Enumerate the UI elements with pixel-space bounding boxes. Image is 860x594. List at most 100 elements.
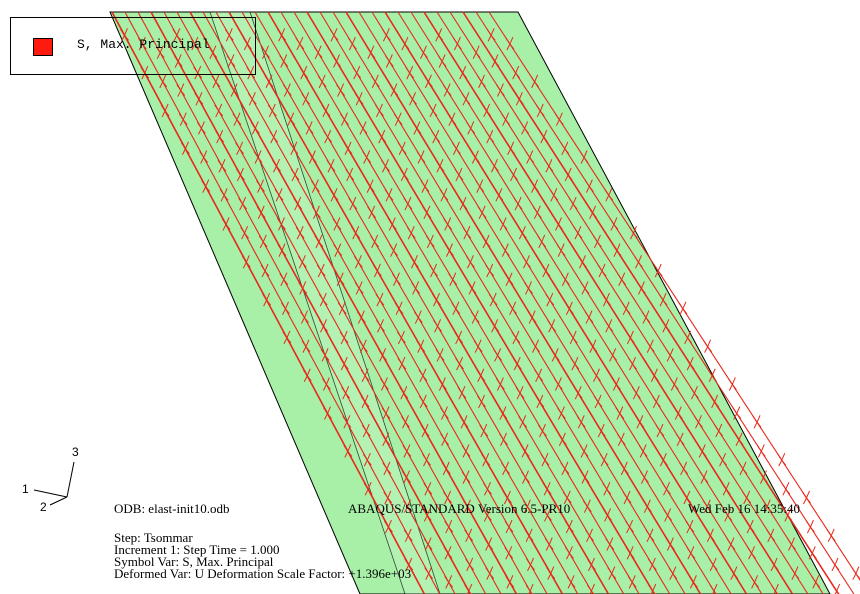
- stress-arrow-head: [470, 150, 480, 164]
- stress-arrow-head: [592, 368, 601, 382]
- stress-arrow-head: [495, 83, 505, 97]
- stress-arrow-head: [384, 188, 394, 202]
- stress-arrow-head: [384, 519, 393, 534]
- stress-arrow-head: [628, 356, 637, 371]
- stress-arrow-head: [777, 452, 787, 467]
- stress-arrow-head: [495, 377, 505, 391]
- stress-arrow-head: [360, 394, 370, 409]
- stress-arrow-head: [442, 83, 452, 97]
- stress-arrow-head: [323, 129, 333, 144]
- stress-arrow-head: [370, 74, 380, 89]
- stress-arrow-head: [521, 470, 530, 484]
- stress-arrow-head: [339, 330, 349, 345]
- stress-arrow-head: [137, 36, 147, 51]
- stress-arrow-head: [443, 546, 453, 560]
- stress-arrow-head: [311, 205, 321, 220]
- stress-arrow-head: [615, 406, 625, 420]
- stress-arrow-head: [520, 444, 530, 458]
- stress-arrow-head: [403, 196, 413, 211]
- stress-arrow-head: [465, 255, 475, 269]
- stress-arrow-head: [300, 310, 309, 324]
- stress-arrow-head: [416, 339, 426, 353]
- stress-arrow-head: [196, 121, 206, 135]
- stress-arrow-head: [703, 339, 713, 353]
- stress-arrow-head: [483, 482, 492, 496]
- stress-arrow-head: [298, 281, 308, 295]
- stress-arrow-head: [405, 65, 415, 80]
- stress-arrow-head: [173, 54, 183, 68]
- stress-arrow-head: [178, 112, 188, 126]
- stress-arrow-head: [556, 406, 566, 420]
- stress-arrow-head: [557, 432, 567, 446]
- stress-arrow-head: [481, 234, 491, 249]
- stress-arrow-head: [313, 45, 323, 59]
- stress-arrow-head: [705, 528, 715, 543]
- stress-arrow-head: [550, 348, 560, 362]
- stress-vector-field: [111, 11, 860, 594]
- stress-arrow-head: [612, 243, 622, 257]
- stress-arrow-head: [699, 470, 709, 484]
- stress-arrow-head: [513, 196, 523, 211]
- stress-arrow-head: [434, 28, 444, 42]
- stress-arrow-head: [420, 423, 430, 438]
- stress-arrow-head: [669, 377, 679, 391]
- stress-arrow-head: [526, 557, 535, 572]
- stress-arrow-head: [668, 566, 678, 580]
- stress-arrow-head: [653, 263, 663, 278]
- stress-arrow-head: [490, 54, 500, 68]
- stress-arrow-head: [655, 423, 665, 438]
- stress-arrow-head: [549, 188, 559, 202]
- stress-arrow-head: [343, 444, 353, 458]
- stress-vector-line: [462, 11, 840, 594]
- stress-arrow-head: [339, 112, 349, 126]
- stress-arrow-head: [347, 36, 357, 51]
- stress-arrow-head: [389, 243, 399, 257]
- stress-arrow-head: [393, 112, 403, 126]
- stress-arrow-head: [482, 103, 492, 118]
- stress-arrow-head: [584, 179, 594, 193]
- stress-arrow-head: [429, 263, 438, 278]
- stress-arrow-head: [732, 406, 742, 420]
- stress-arrow-head: [477, 394, 486, 409]
- stress-arrow-head: [215, 129, 225, 144]
- stress-arrow-head: [440, 406, 449, 420]
- stress-arrow-head: [718, 452, 727, 467]
- stress-arrow-head: [658, 452, 668, 467]
- stress-arrow-head: [258, 234, 268, 249]
- legend-label: S, Max. Principal: [77, 37, 210, 52]
- stress-arrow-head: [640, 470, 649, 484]
- stress-arrow-head: [354, 92, 364, 106]
- stress-arrow-head: [470, 310, 480, 324]
- stress-arrow-head: [366, 45, 376, 59]
- stress-arrow-head: [532, 205, 542, 220]
- stress-arrow-head: [397, 141, 407, 155]
- stress-arrow-head: [409, 255, 419, 269]
- stress-arrow-head: [348, 196, 358, 211]
- stress-arrow-head: [394, 301, 404, 316]
- stress-arrow-head: [807, 546, 817, 560]
- stress-arrow-head: [418, 394, 428, 409]
- axis-1-label: 1: [22, 482, 29, 496]
- stress-vector-line: [202, 11, 533, 594]
- stress-arrow-head: [638, 444, 648, 458]
- stress-arrow-head: [462, 225, 472, 240]
- stress-arrow-head: [293, 196, 303, 211]
- stress-arrow-head: [272, 159, 281, 173]
- stress-arrow-head: [267, 103, 277, 118]
- stress-arrow-head: [333, 243, 343, 257]
- stress-arrow-head: [832, 583, 841, 594]
- stress-arrow-head: [580, 470, 590, 484]
- axis-3-label: 3: [72, 445, 79, 459]
- stress-vector-line: [150, 11, 472, 594]
- stress-arrow-head: [635, 415, 645, 429]
- stress-arrow-head: [358, 121, 368, 135]
- stress-arrow-head: [515, 386, 525, 400]
- stress-arrow-head: [425, 234, 435, 249]
- stress-arrow-head: [437, 377, 447, 391]
- stress-arrow-head: [269, 129, 279, 144]
- stress-arrow-head: [297, 255, 307, 269]
- stress-arrow-head: [553, 377, 563, 391]
- stress-arrow-head: [826, 528, 836, 543]
